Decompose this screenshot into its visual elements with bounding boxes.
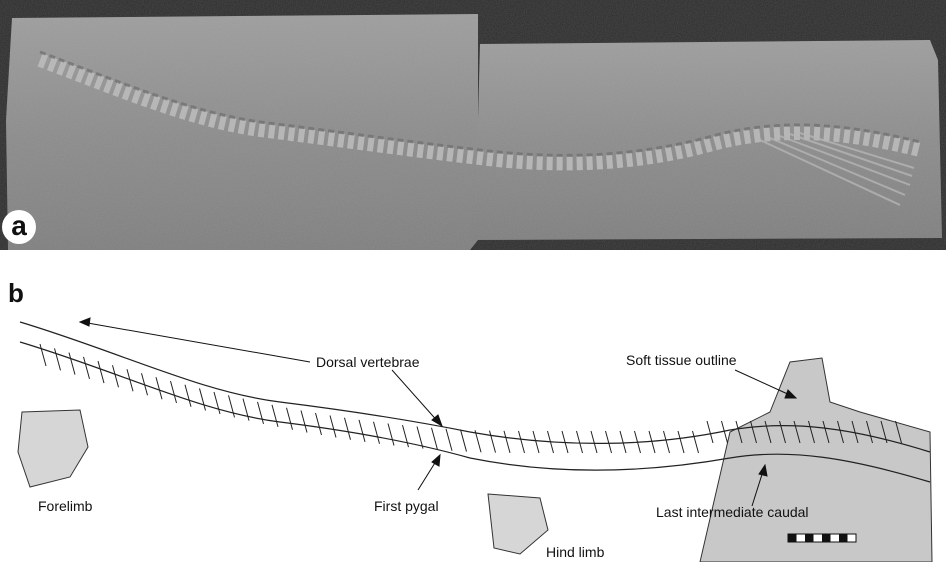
vertebra-mark: [489, 430, 496, 453]
vertebra-mark: [402, 424, 409, 448]
vertebra-mark: [677, 430, 685, 454]
skeleton-drawing-panel: b: [0, 262, 946, 562]
panel-a-letter: a: [2, 210, 36, 244]
vertebra-mark: [213, 391, 221, 415]
vertebra-mark: [271, 404, 279, 427]
vertebra-mark: [619, 430, 627, 454]
vertebra-mark: [329, 415, 337, 438]
vertebra-mark: [561, 430, 569, 454]
vertebra-mark: [750, 420, 757, 444]
fossil-photo-panel: a: [0, 0, 946, 250]
vertebra-mark: [373, 421, 380, 444]
vertebra-mark: [170, 380, 177, 404]
vertebra-mark: [97, 360, 105, 384]
scale-bar: [787, 533, 857, 543]
vertebra-mark: [518, 430, 525, 454]
vertebra-mark: [808, 420, 815, 444]
vertebra-mark: [532, 430, 540, 454]
vertebra-mark: [590, 430, 598, 454]
vertebra-mark: [315, 412, 322, 436]
fossil-slab-image: [0, 0, 946, 250]
vertebra-mark: [126, 369, 134, 392]
vertebra-mark: [663, 430, 670, 454]
vertebra-mark: [228, 395, 235, 418]
vertebra-mark: [68, 352, 76, 375]
vertebra-mark: [416, 426, 424, 449]
vertebra-mark: [648, 430, 656, 454]
vertebra-mark: [286, 407, 293, 430]
soft-tissue-outline-label: Soft tissue outline: [626, 352, 737, 368]
vertebra-mark: [257, 401, 264, 424]
first-pygal-label: First pygal: [374, 498, 439, 514]
forelimb-bones: [17, 409, 89, 488]
hind-limb-label: Hind limb: [546, 544, 605, 560]
vertebra-mark: [445, 428, 453, 451]
vertebra-mark: [706, 420, 714, 444]
vertebra-mark: [634, 430, 641, 454]
last-intermediate-caudal-label: Last intermediate caudal: [656, 504, 809, 520]
vertebra-mark: [721, 420, 728, 444]
vertebra-mark: [155, 377, 163, 400]
vertebra-mark: [387, 423, 395, 446]
vertebra-mark: [431, 427, 438, 450]
vertebra-mark: [547, 430, 554, 454]
vertebra-mark: [199, 388, 206, 411]
skeleton-line-drawing: [17, 317, 933, 562]
vertebra-mark: [503, 430, 511, 454]
vertebra-mark: [344, 417, 351, 440]
vertebra-mark: [779, 420, 786, 444]
vertebra-mark: [866, 420, 873, 444]
vertebra-mark: [851, 420, 859, 444]
vertebra-mark: [692, 430, 699, 454]
dorsal-vertebrae-label: Dorsal vertebrae: [316, 354, 420, 370]
vertebra-mark: [576, 430, 583, 454]
vertebra-mark: [184, 384, 192, 407]
vertebra-mark: [822, 420, 830, 444]
forelimb-label: Forelimb: [38, 498, 93, 514]
vertebra-mark: [460, 429, 467, 452]
vertebra-mark: [39, 343, 47, 367]
vertebra-mark: [793, 420, 801, 444]
vertebra-mark: [895, 420, 902, 444]
soft-tissue-outline: [699, 357, 933, 562]
leader-lines: [78, 317, 798, 507]
vertebra-mark: [141, 373, 148, 396]
vertebral-column-impression: [37, 53, 922, 171]
vertebra-mark: [112, 365, 119, 388]
vertebra-mark: [300, 410, 308, 433]
vertebra-mark: [358, 419, 366, 442]
vertebra-mark: [474, 430, 482, 453]
vertebra-mark: [764, 420, 772, 444]
vertebra-mark: [735, 420, 743, 444]
vertebra-mark: [54, 348, 61, 371]
hind-limb-bones: [487, 493, 549, 555]
panel-b-letter: b: [8, 278, 24, 308]
vertebra-mark: [880, 420, 888, 444]
vertebra-mark: [83, 356, 90, 379]
vertebra-mark: [242, 398, 250, 421]
neural-spines: [39, 343, 902, 454]
tail-fan-impression: [759, 132, 915, 206]
vertebra-mark: [605, 430, 612, 454]
vertebra-mark: [837, 420, 844, 444]
